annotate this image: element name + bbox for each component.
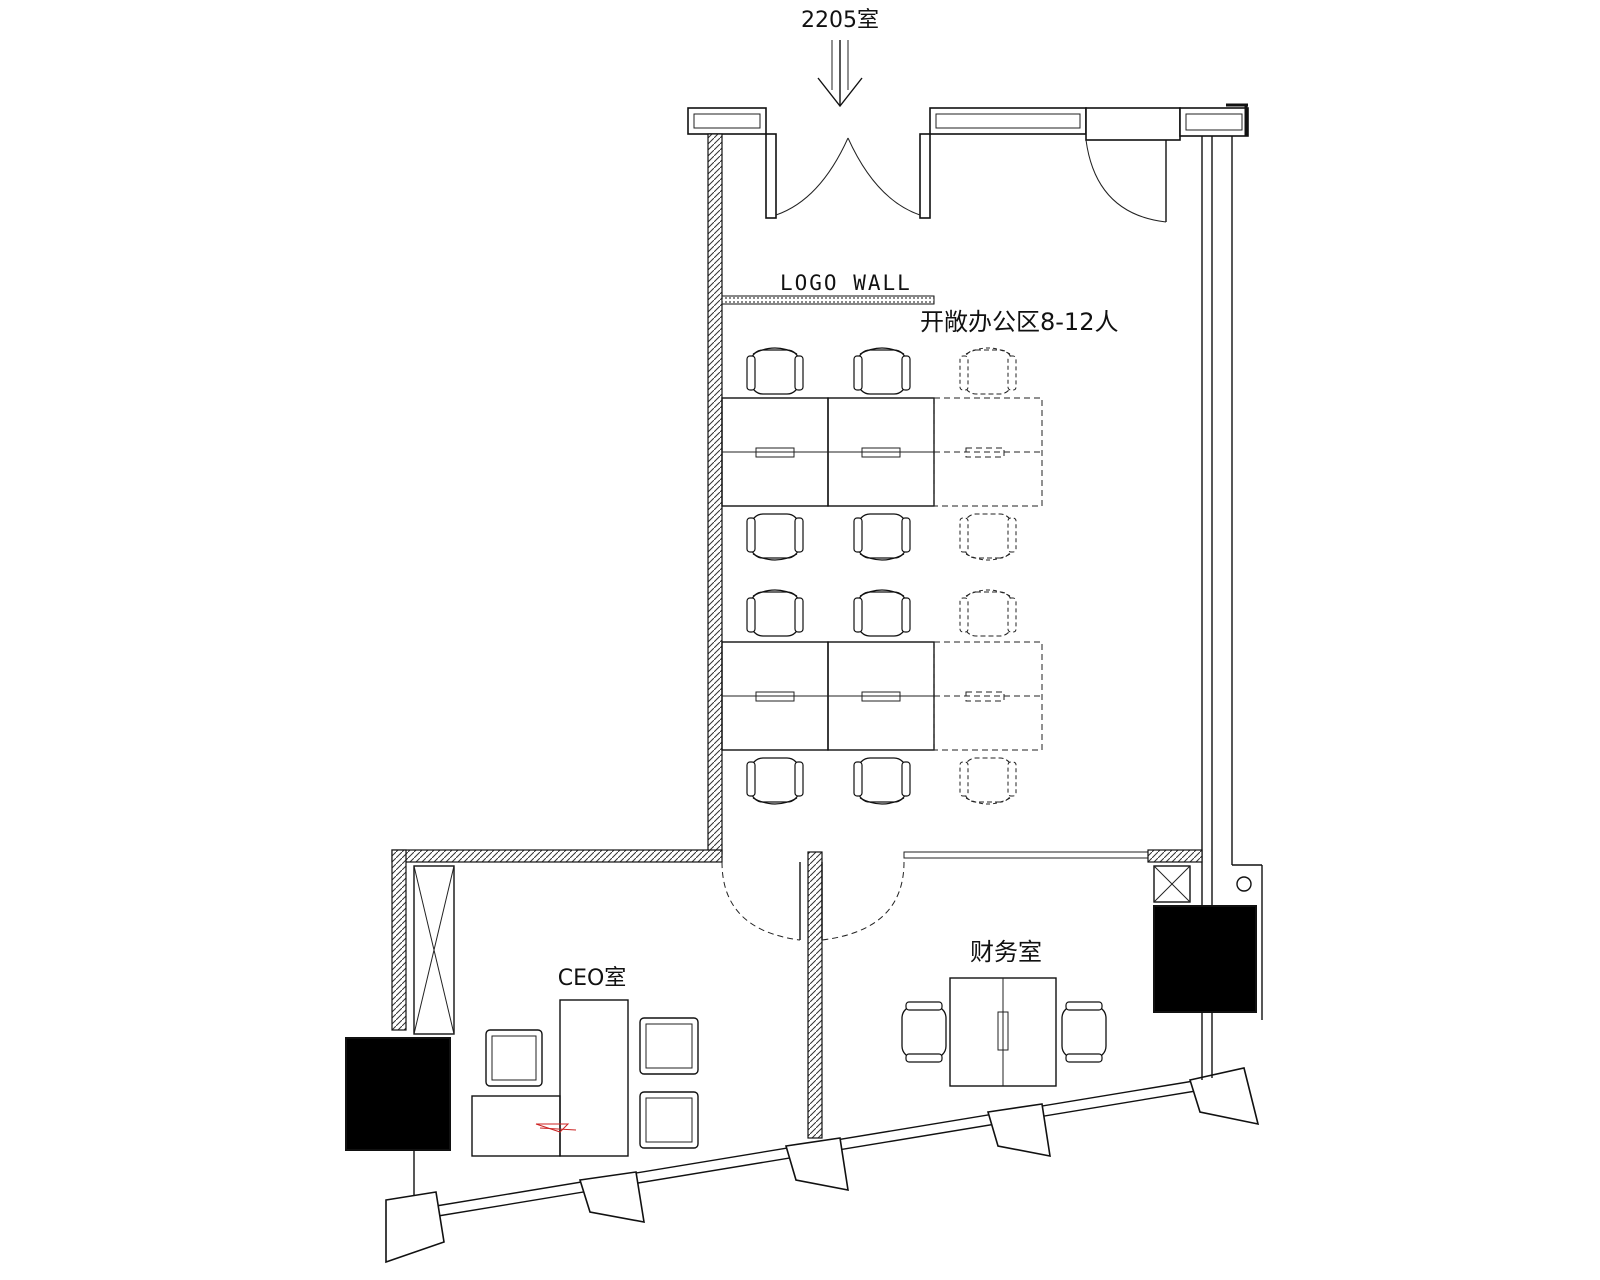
logo-wall-label: LOGO WALL [780,271,912,295]
middle-wall [391,849,1203,1139]
finance-room-label: 财务室 [970,938,1042,966]
entrance-double-door [775,137,921,216]
door-swing-icon [1085,139,1167,223]
finance-desk [949,977,1057,1087]
open-office-label: 开敞办公区8-12人 [920,308,1118,336]
ceo-room-label: CEO室 [558,966,627,991]
right-wall [1201,136,1263,1020]
exterior-slanted-wall [385,1067,1260,1264]
logo-wall [721,295,935,305]
ceo-desk [471,999,629,1157]
column-left [345,1037,451,1151]
office-chair-icon [901,1001,1107,1063]
column-right [1153,905,1257,1013]
room-2205-label: 2205室 [801,8,879,33]
shaft [1153,865,1191,903]
open-office-left-wall [707,133,723,855]
desk-cluster-lower [721,641,1043,751]
entry-arrow-icon [817,40,863,108]
desk-cluster-upper [721,397,1043,507]
office-chair-icon [746,347,1017,805]
room-doors [721,861,905,941]
office-chair-icon [485,1017,699,1149]
ceo-room-left-wall [391,849,455,1035]
top-wall [687,103,1249,219]
